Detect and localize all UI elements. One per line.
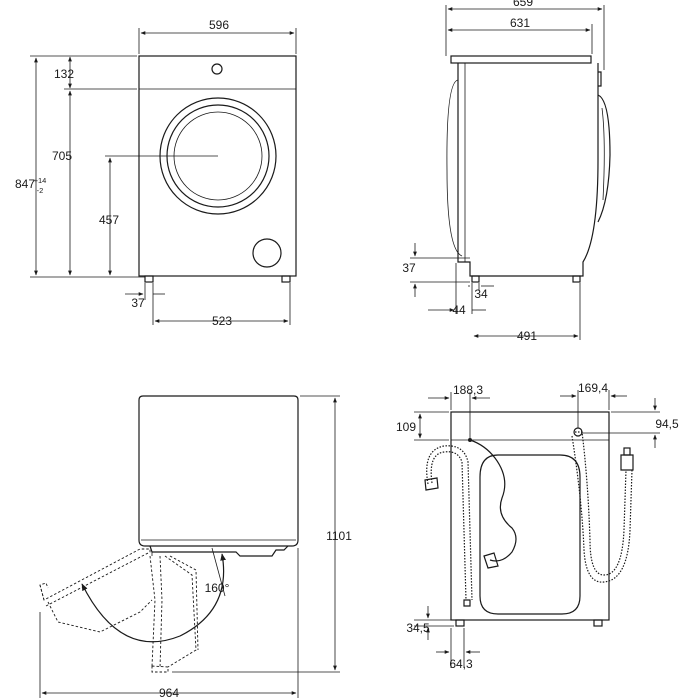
top-cabinet bbox=[138, 395, 299, 547]
side-foot-left bbox=[471, 275, 480, 283]
front-foot-left bbox=[144, 275, 154, 283]
dim-back-left-height: 109 bbox=[396, 420, 416, 434]
side-door bbox=[597, 94, 611, 223]
dim-door-angle: 160° bbox=[205, 581, 230, 595]
dim-front-width: 596 bbox=[209, 18, 229, 32]
dim-side-foot-offset: 44 bbox=[452, 303, 466, 317]
tol-plus: +14 bbox=[34, 176, 47, 185]
dim-back-right-height: 94,5 bbox=[655, 417, 679, 431]
dim-side-total-depth: 659 bbox=[513, 0, 533, 9]
back-foot-left bbox=[455, 619, 465, 627]
side-front-panel bbox=[446, 79, 463, 257]
back-foot-right bbox=[593, 619, 603, 627]
dim-side-foot-width: 34 bbox=[474, 287, 488, 301]
open-door-lower-edge bbox=[47, 599, 153, 633]
dim-front-foot-span: 523 bbox=[212, 314, 232, 328]
front-view: 596 132 705 847 +14 -2 457 37 523 bbox=[15, 18, 297, 328]
drain-hose bbox=[430, 451, 467, 601]
dim-side-foot-height: 37 bbox=[402, 261, 416, 275]
front-foot-right bbox=[281, 275, 291, 283]
filter-cover bbox=[252, 238, 282, 268]
dim-side-body-depth: 631 bbox=[510, 16, 530, 30]
side-body bbox=[457, 63, 599, 277]
power-plug bbox=[483, 552, 499, 569]
top-door-hinge bbox=[149, 545, 289, 557]
dim-side-foot-span: 491 bbox=[517, 329, 537, 343]
side-knob bbox=[598, 71, 602, 87]
dim-front-705: 705 bbox=[52, 149, 72, 163]
dim-front-457: 457 bbox=[99, 213, 119, 227]
side-top-plate bbox=[450, 55, 592, 64]
side-foot-right bbox=[572, 275, 581, 283]
drain-hose-end bbox=[424, 477, 439, 491]
back-service-panel bbox=[479, 454, 581, 615]
back-cabinet bbox=[450, 411, 610, 621]
inlet-connector bbox=[620, 454, 634, 471]
front-cabinet bbox=[138, 55, 297, 277]
dim-back-bottom-offset: 64,3 bbox=[449, 657, 473, 671]
dim-back-left-offset: 188,3 bbox=[453, 383, 483, 397]
open-door-vertical bbox=[149, 555, 156, 667]
dim-front-total-height: 847 bbox=[15, 177, 35, 191]
dim-front-top-offset: 132 bbox=[54, 67, 74, 81]
program-knob bbox=[211, 63, 223, 75]
back-view: 188,3 169,4 109 94,5 34,5 64,3 bbox=[396, 381, 679, 671]
power-cable bbox=[469, 439, 517, 562]
side-view: 659 631 37 34 44 491 bbox=[402, 0, 611, 343]
dim-door-open-width: 964 bbox=[159, 686, 179, 700]
open-door-top-edge bbox=[39, 548, 151, 607]
door-open-view: 160° 1101 964 bbox=[39, 395, 352, 700]
dim-door-open-height: 1101 bbox=[326, 529, 352, 543]
door-angle-arc bbox=[81, 553, 226, 643]
dim-back-bottom-height: 34,5 bbox=[406, 621, 430, 635]
dim-back-right-offset: 169,4 bbox=[578, 381, 608, 395]
inlet-hose bbox=[575, 431, 627, 576]
dim-front-foot-offset: 37 bbox=[131, 296, 145, 310]
tol-minus: -2 bbox=[37, 186, 44, 195]
open-door-right bbox=[164, 555, 197, 668]
